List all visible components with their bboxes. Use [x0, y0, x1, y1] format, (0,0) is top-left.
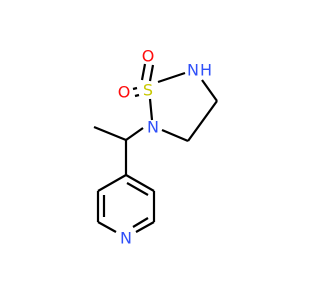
bond-s-o-top-2: [148, 64, 155, 82]
atom-nitrogen-ring: N: [147, 118, 159, 137]
bond-nring-s: [148, 98, 154, 121]
bond-pyr-c4-c3r: [125, 174, 155, 192]
atom-sulfur: S: [143, 81, 153, 100]
atom-hydrogen: H: [200, 61, 212, 80]
bond-s-o-left-2: [134, 93, 140, 98]
bond-nh-ch2: [201, 79, 218, 102]
atom-labels: O O S N H N N: [118, 47, 212, 248]
bond-pyr-c2r-n-inner: [132, 217, 149, 228]
molecule-diagram: O O S N H N N: [93, 47, 218, 248]
bonds: [93, 63, 218, 233]
bond-s-o-left-1: [132, 86, 138, 91]
bond-pyr-n-c2l: [97, 221, 117, 233]
atom-oxygen-left: O: [118, 83, 131, 102]
bond-ch2-ch2: [187, 100, 218, 142]
atom-oxygen-top: O: [142, 47, 155, 66]
bond-ch2-nring: [161, 128, 189, 143]
atom-nitrogen-nh: N: [187, 61, 199, 80]
bond-s-nh: [157, 71, 186, 84]
bond-pyr-c3l-c4: [97, 174, 127, 192]
atom-nitrogen-pyridine: N: [120, 229, 132, 248]
bond-pyr-c2r-n: [135, 221, 155, 233]
bond-ch-ch3: [93, 125, 127, 142]
bond-s-o-top-1: [140, 63, 147, 81]
bond-nring-ch: [125, 127, 144, 141]
bond-pyr-c3r-c3r-inner: [126, 182, 149, 196]
